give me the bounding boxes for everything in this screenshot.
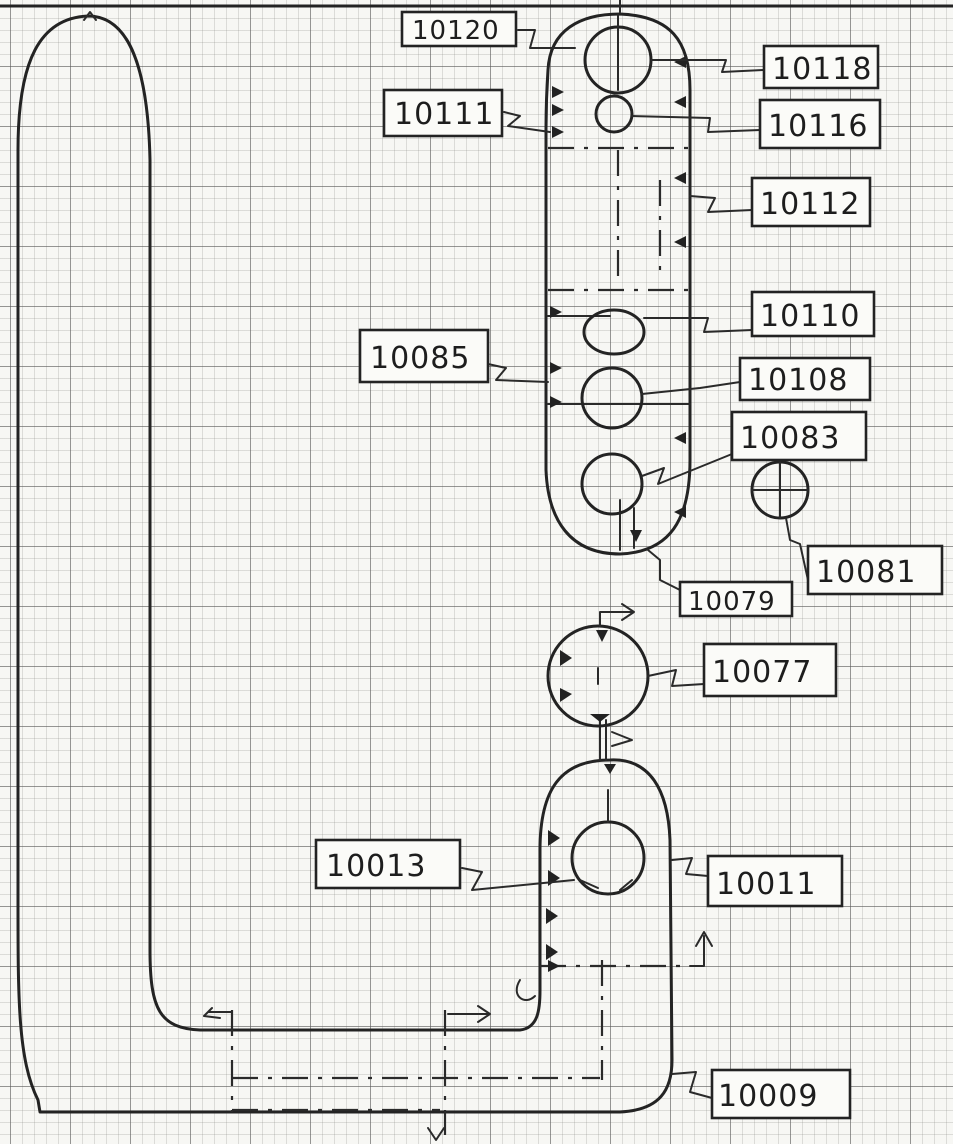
column-small-circle (594, 94, 634, 134)
column-tray-right-4 (674, 236, 686, 248)
lower-circle-internal-line (579, 789, 633, 891)
lower-vessel-tray-6 (604, 764, 616, 774)
label-box-10081 (806, 544, 944, 596)
label-10009: 10009 (718, 1079, 818, 1114)
bottom-left-arrow (203, 1007, 233, 1019)
c10077-mark-3 (596, 630, 608, 642)
label-10112: 10112 (760, 187, 860, 222)
label-10085: 10085 (370, 341, 470, 376)
label-box-10120 (400, 10, 518, 48)
c10077-mark-1 (560, 650, 572, 666)
lower-vessel-component-circle (570, 820, 646, 896)
c10077-top-arrow (599, 603, 635, 627)
column-tray-left-6 (550, 396, 562, 408)
upper-column-outline (544, 12, 692, 556)
left-tall-vessel-outline (16, 14, 674, 1114)
bottom-mid-arrow (447, 1005, 491, 1023)
lower-vessel-tray-4 (546, 944, 558, 960)
c10081-leader (785, 517, 809, 581)
leader-10116 (631, 115, 761, 133)
label-10120: 10120 (412, 16, 500, 46)
label-box-10112 (750, 176, 872, 228)
label-box-10011 (706, 854, 844, 908)
column-circle-10083 (580, 452, 644, 516)
c10077-mark-4 (590, 714, 610, 722)
label-box-10013 (314, 838, 462, 890)
leader-10110 (643, 317, 753, 333)
leader-10083 (641, 453, 733, 485)
leader-10009 (671, 1071, 713, 1099)
leader-10120 (517, 29, 576, 49)
column-tray-right-5 (674, 432, 686, 444)
leader-10118 (651, 59, 765, 73)
leader-10013 (461, 867, 575, 891)
label-box-10110 (750, 290, 876, 338)
column-tray-left-4 (550, 306, 562, 318)
label-box-10009 (710, 1068, 852, 1120)
leader-10077 (647, 669, 705, 687)
label-box-10085 (358, 328, 490, 384)
column-tray-right-3 (674, 172, 686, 184)
column-tray-right-1 (674, 56, 686, 68)
label-10111: 10111 (394, 97, 494, 132)
label-10108: 10108 (748, 363, 848, 398)
label-10116: 10116 (768, 109, 868, 144)
label-box-10077 (702, 642, 838, 698)
lower-left-inlet-arrow (515, 979, 536, 1001)
bottom-exit-arrow (427, 1127, 445, 1141)
label-10083: 10083 (740, 421, 840, 456)
label-box-10118 (762, 44, 880, 90)
column-tray-left-3 (552, 126, 564, 138)
label-10110: 10110 (760, 299, 860, 334)
column-tray-bottom (630, 530, 642, 542)
label-10011: 10011 (716, 867, 816, 902)
lower-vessel-tray-3 (546, 908, 558, 924)
label-box-10108 (738, 356, 872, 402)
c10081-internal (751, 461, 809, 519)
label-10079: 10079 (688, 587, 776, 617)
lower-vessel-tray-5 (548, 960, 560, 972)
column-tray-left-1 (552, 86, 564, 98)
column-circle-10108 (580, 366, 644, 430)
column-tray-left-2 (552, 104, 564, 116)
leader-10011 (671, 857, 709, 877)
label-10013: 10013 (326, 849, 426, 884)
lower-vessel-tray-2 (548, 870, 560, 886)
column-tray-right-2 (674, 96, 686, 108)
column-tray-right-6 (674, 506, 686, 518)
column-tray-left-5 (550, 362, 562, 374)
label-box-10116 (758, 98, 882, 150)
label-box-10111 (382, 88, 504, 138)
label-10077: 10077 (712, 655, 812, 690)
upper-column-bottom-line (619, 499, 635, 551)
label-box-10079 (678, 580, 794, 618)
leader-10112 (689, 195, 753, 213)
leader-10111 (503, 111, 551, 133)
label-box-10083 (730, 410, 868, 462)
connector-arrow-lower (611, 731, 633, 747)
leader-10079 (647, 549, 681, 591)
c10077-mark-2 (560, 688, 572, 702)
lower-vessel-tray-1 (548, 830, 560, 846)
leader-10108 (641, 381, 741, 395)
leader-10085 (487, 363, 549, 383)
column-circle-10110 (582, 308, 646, 356)
label-10118: 10118 (772, 52, 872, 87)
lower-right-up-arrow (689, 931, 713, 967)
left-vessel-top-marker (83, 11, 97, 21)
label-10081: 10081 (816, 555, 916, 590)
